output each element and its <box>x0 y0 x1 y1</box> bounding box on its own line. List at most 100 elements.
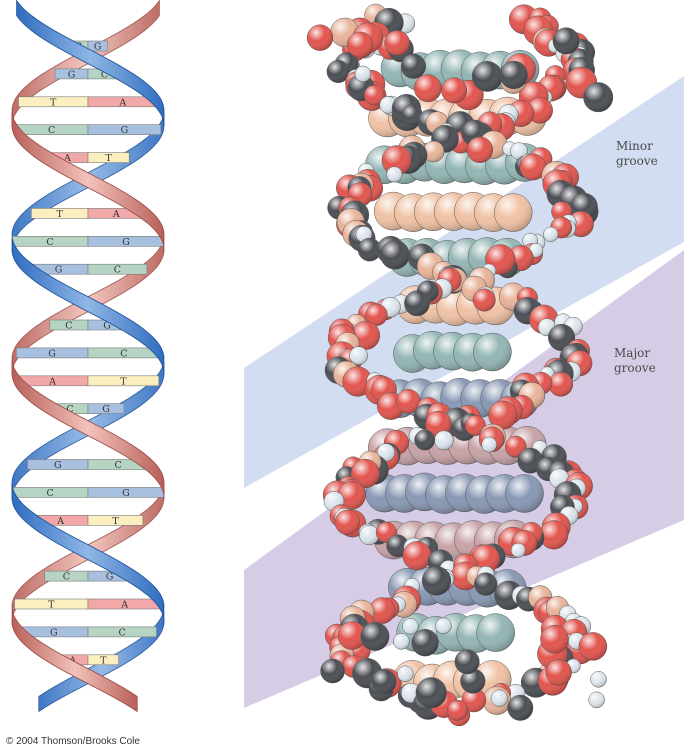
cap-atom-shade <box>401 53 426 79</box>
cap-atom-shade <box>472 61 503 92</box>
backbone-atom <box>481 436 498 453</box>
base-letter-right: C <box>114 265 121 276</box>
backbone-atom-shade <box>386 166 403 183</box>
base-g-bar <box>87 40 108 52</box>
backbone-atom-shade <box>326 60 350 83</box>
backbone-atom <box>337 481 366 510</box>
backbone-atom-shade <box>365 303 388 326</box>
cap-atom-shade <box>588 691 605 708</box>
backbone-atom-shade <box>414 429 435 451</box>
space-filling-dna-model <box>306 3 614 727</box>
cap-atom <box>545 659 572 686</box>
cap-atom <box>360 621 390 651</box>
cap-atom-shade <box>360 622 390 651</box>
cap-atom <box>337 621 367 650</box>
cap-atom <box>454 649 480 675</box>
backbone-atom-shade <box>422 566 451 596</box>
backbone-atom <box>404 290 430 317</box>
backbone-atom <box>396 389 421 414</box>
blue-strand-segment <box>16 0 165 127</box>
base-letter-right: G <box>121 125 129 136</box>
base-c-bar <box>87 263 148 275</box>
cap-atom-shade <box>307 24 333 51</box>
base-stack-atom-shade <box>505 474 544 513</box>
backbone-atom-shade <box>543 226 559 242</box>
base-stack-atom-shade <box>476 613 515 652</box>
base-stack-atom <box>473 332 512 372</box>
base-letter-right: A <box>118 97 126 108</box>
backbone-atom-shade <box>539 520 569 550</box>
base-letter-right: G <box>103 321 111 332</box>
backbone-atom-shade <box>423 141 445 162</box>
base-letter-left: C <box>46 237 53 248</box>
base-t-bar <box>87 514 144 526</box>
backbone-atom-shade <box>481 437 497 453</box>
cap-atom-shade <box>354 65 371 82</box>
base-letter-left: C <box>46 488 53 499</box>
base-letter-left: C <box>65 321 72 332</box>
base-stack-atom-shade <box>473 333 512 371</box>
cap-atom-shade <box>414 74 442 102</box>
cap-atom <box>397 665 414 683</box>
base-letter-left: A <box>56 516 64 527</box>
base-letter-right: T <box>120 376 127 387</box>
base-letter-left: C <box>48 125 55 136</box>
cap-atom-shade <box>441 77 467 104</box>
cap-atom-shade <box>435 617 452 634</box>
blue-strand-segment <box>11 483 165 625</box>
backbone-atom-shade <box>548 324 575 351</box>
base-t-bar <box>87 654 120 666</box>
base-letter-right: G <box>94 42 102 53</box>
cap-atom-shade <box>397 665 414 682</box>
backbone-atom-shade <box>396 389 421 414</box>
cap-atom-shade <box>540 625 569 654</box>
cap-atom-shade <box>499 61 528 89</box>
cap-atom-shade <box>583 82 613 112</box>
cap-atom <box>435 617 452 635</box>
base-letter-left: T <box>48 600 55 611</box>
backbone-atom-shade <box>382 145 412 175</box>
cap-atom-shade <box>545 659 572 686</box>
backbone-atom-shade <box>364 85 385 106</box>
backbone-atom-shade <box>510 142 528 160</box>
cap-atom <box>499 60 528 90</box>
backbone-atom <box>543 226 559 242</box>
backbone-atom <box>447 699 468 721</box>
backbone-atom-shade <box>404 290 430 316</box>
minor-groove-label-line1: Minor <box>616 139 653 153</box>
backbone-atom-shade <box>369 597 396 624</box>
cap-atom <box>540 625 569 654</box>
backbone-atom <box>386 166 403 183</box>
base-letter-right: G <box>122 488 130 499</box>
cap-atom <box>460 668 486 694</box>
cap-atom <box>415 677 447 709</box>
cap-atom-shade <box>411 629 439 657</box>
base-stack-atom <box>476 613 515 652</box>
backbone-atom <box>539 520 569 550</box>
backbone-atom <box>434 430 454 451</box>
backbone-atom-shade <box>386 534 409 557</box>
backbone-atom <box>363 84 385 106</box>
base-letter-right: A <box>112 209 120 220</box>
cap-atom <box>441 77 468 104</box>
copyright-text: © 2004 Thomson/Brooks Cole <box>6 736 140 747</box>
base-letter-right: G <box>122 237 130 248</box>
backbone-atom <box>349 346 368 365</box>
blue-strand-segment <box>38 609 165 713</box>
base-stack-atom <box>493 193 533 232</box>
backbone-atom <box>510 142 528 160</box>
base-pair-rungs: CGGCTACGATTACGGCCGGCATCGGCCGATCGTAGCAT <box>11 40 165 666</box>
ribbon-helix-diagram: CGGCTACGATTACGGCCGGCATCGGCCGATCGTAGCAT <box>11 0 165 713</box>
backbone-atom-shade <box>425 411 452 437</box>
backbone-atom-shade <box>358 238 382 262</box>
backbone-atom <box>548 323 576 352</box>
base-g-bar <box>87 403 125 415</box>
